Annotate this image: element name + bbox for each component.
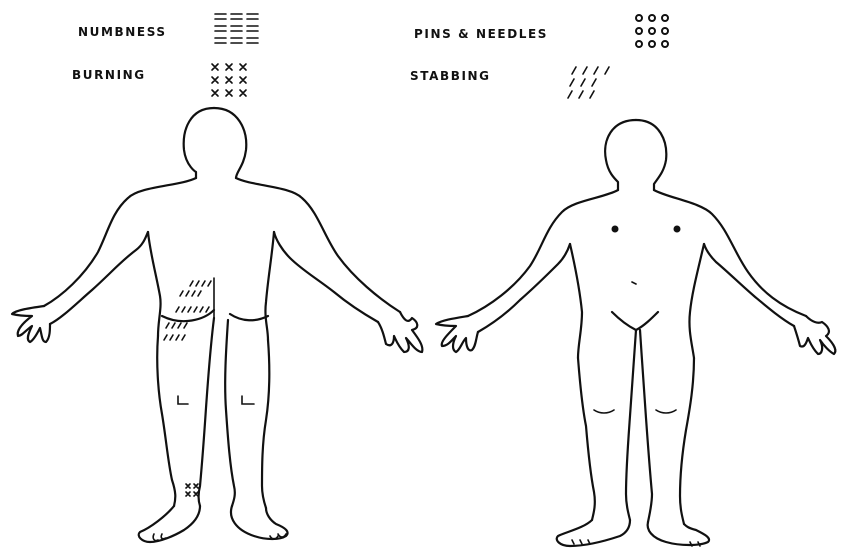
front-head: [605, 120, 636, 190]
pins-needles-symbol-block: [636, 15, 668, 47]
legend-label-stabbing: STABBING: [410, 69, 491, 83]
legend: NUMBNESS PINS & NEEDLES BURNING STABBING: [72, 14, 668, 98]
burning-symbol-block: [212, 64, 246, 96]
stabbing-symbol-block: [568, 67, 609, 98]
legend-label-burning: BURNING: [72, 68, 146, 82]
back-head: [184, 108, 214, 178]
nipple-left: [612, 226, 619, 233]
figure-back-view: [12, 108, 422, 542]
stabbing-marks-back: [164, 281, 211, 340]
legend-label-numbness: NUMBNESS: [78, 25, 167, 39]
numbness-symbol-block: [215, 14, 258, 43]
navel: [632, 282, 636, 284]
burning-marks-back-ankle: [186, 484, 198, 496]
figure-front-view: [436, 120, 835, 546]
legend-label-pins-needles: PINS & NEEDLES: [414, 27, 548, 41]
nipple-right: [674, 226, 681, 233]
